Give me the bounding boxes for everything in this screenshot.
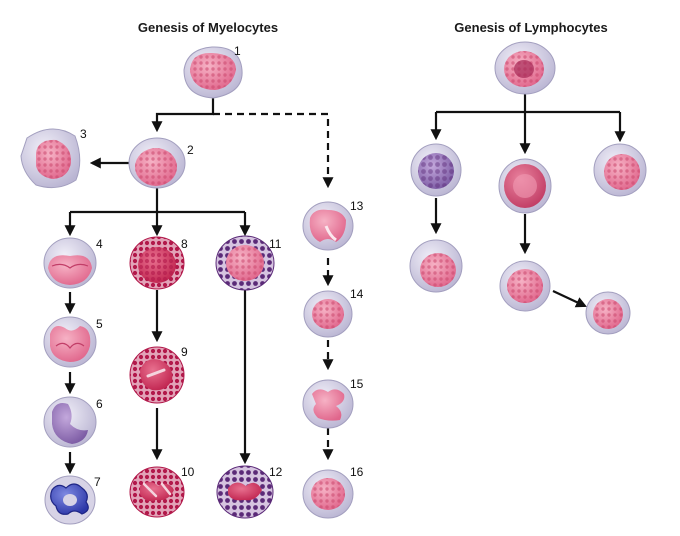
lymph-right-cell bbox=[593, 143, 647, 197]
lymph-left-cell bbox=[410, 143, 462, 197]
cell-5 bbox=[43, 316, 97, 368]
cell-3 bbox=[20, 128, 81, 189]
cell-10 bbox=[129, 466, 185, 518]
label-12: 12 bbox=[269, 465, 283, 479]
myelocyte-connectors bbox=[64, 96, 334, 475]
label-6: 6 bbox=[96, 397, 103, 411]
label-10: 10 bbox=[181, 465, 195, 479]
label-2: 2 bbox=[187, 143, 194, 157]
label-11: 11 bbox=[269, 237, 282, 251]
cell-14 bbox=[303, 290, 353, 338]
label-5: 5 bbox=[96, 317, 103, 331]
cell-13 bbox=[302, 201, 354, 251]
lymph-middle-cell bbox=[498, 158, 552, 214]
label-15: 15 bbox=[350, 377, 364, 391]
label-4: 4 bbox=[96, 237, 103, 251]
cell-8 bbox=[129, 236, 185, 290]
cell-2 bbox=[128, 137, 186, 189]
cell-12 bbox=[216, 465, 274, 519]
myelocytes-title: Genesis of Myelocytes bbox=[138, 20, 278, 35]
cell-4 bbox=[43, 237, 97, 289]
cell-11 bbox=[215, 235, 275, 291]
cell-16 bbox=[302, 469, 354, 519]
lymph-left-lower-cell bbox=[409, 239, 463, 293]
lymph-small-cell bbox=[585, 291, 631, 335]
lymph-middle-lower-cell bbox=[499, 260, 551, 312]
cell-number-labels: 1 2 3 4 5 6 7 8 9 10 11 12 13 14 15 16 bbox=[80, 44, 364, 489]
label-16: 16 bbox=[350, 465, 364, 479]
label-9: 9 bbox=[181, 345, 188, 359]
label-3: 3 bbox=[80, 127, 87, 141]
cell-1 bbox=[183, 46, 243, 99]
label-1: 1 bbox=[234, 44, 241, 58]
label-7: 7 bbox=[94, 475, 101, 489]
cell-6 bbox=[43, 396, 97, 448]
lymph-progenitor-cell bbox=[494, 41, 556, 95]
cell-15 bbox=[302, 379, 354, 429]
cell-9 bbox=[129, 346, 185, 404]
label-13: 13 bbox=[350, 199, 364, 213]
label-8: 8 bbox=[181, 237, 188, 251]
lymphocytes-title: Genesis of Lymphocytes bbox=[454, 20, 607, 35]
cell-7 bbox=[44, 475, 96, 525]
dashed-arrow-1-to-13 bbox=[213, 112, 334, 189]
arrow-lymph-to-small bbox=[552, 290, 587, 308]
label-14: 14 bbox=[350, 287, 364, 301]
lymphocyte-connectors bbox=[430, 94, 626, 308]
arrow-1-to-2 bbox=[151, 96, 215, 133]
